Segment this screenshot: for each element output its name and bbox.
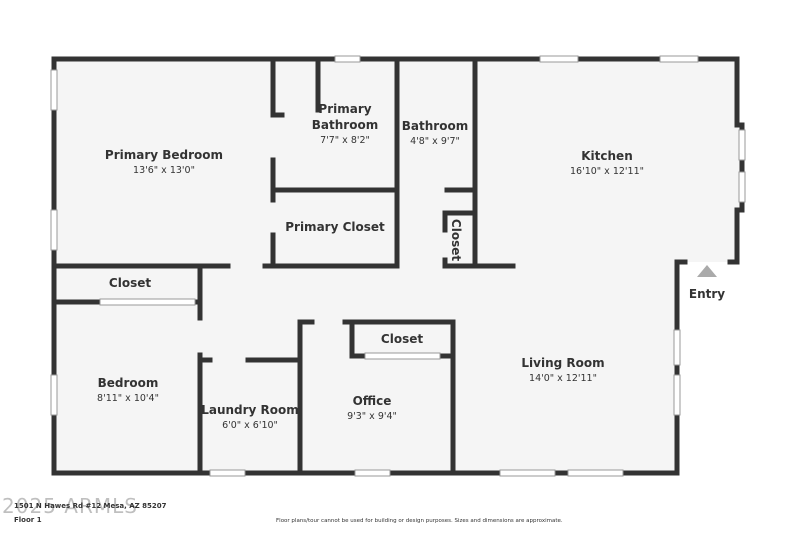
- svg-text:Primary: Primary: [318, 102, 371, 116]
- svg-text:Laundry Room: Laundry Room: [201, 403, 299, 417]
- svg-text:6'0" x 6'10": 6'0" x 6'10": [222, 420, 278, 431]
- svg-text:9'3" x 9'4": 9'3" x 9'4": [347, 411, 397, 422]
- svg-text:Office: Office: [353, 394, 392, 408]
- room-bathroom: Bathroom 4'8" x 9'7": [402, 119, 468, 147]
- watermark: 2025 ARMLS: [2, 494, 138, 518]
- entry-arrow-icon: [697, 265, 717, 277]
- floor-label: Floor 1: [14, 516, 42, 524]
- svg-text:Primary Bedroom: Primary Bedroom: [105, 148, 223, 162]
- room-closet-office: Closet: [381, 332, 423, 346]
- entry-label: Entry: [689, 287, 725, 301]
- room-primary-bedroom: Primary Bedroom 13'6" x 13'0": [105, 148, 223, 176]
- svg-text:7'7" x 8'2": 7'7" x 8'2": [320, 135, 370, 146]
- room-laundry: Laundry Room 6'0" x 6'10": [201, 403, 299, 431]
- svg-text:Bedroom: Bedroom: [98, 376, 159, 390]
- disclaimer: Floor plans/tour cannot be used for buil…: [276, 518, 563, 524]
- svg-text:4'8" x 9'7": 4'8" x 9'7": [410, 136, 460, 147]
- svg-text:8'11" x 10'4": 8'11" x 10'4": [97, 393, 159, 404]
- svg-text:Kitchen: Kitchen: [581, 149, 633, 163]
- walls: [51, 56, 745, 476]
- room-bedroom: Bedroom 8'11" x 10'4": [97, 376, 159, 404]
- svg-text:Bathroom: Bathroom: [402, 119, 468, 133]
- room-living-room: Living Room 14'0" x 12'11": [521, 356, 604, 384]
- svg-text:13'6" x 13'0": 13'6" x 13'0": [133, 165, 195, 176]
- svg-text:Bathroom: Bathroom: [312, 118, 378, 132]
- room-closet-bedroom: Closet: [109, 276, 151, 290]
- svg-text:16'10" x 12'11": 16'10" x 12'11": [570, 166, 644, 177]
- address: 1501 N Hawes Rd #12 Mesa, AZ 85207: [14, 502, 167, 510]
- windows: [50, 55, 746, 477]
- svg-text:14'0" x 12'11": 14'0" x 12'11": [529, 373, 597, 384]
- room-office: Office 9'3" x 9'4": [347, 394, 397, 422]
- svg-text:Living Room: Living Room: [521, 356, 604, 370]
- room-closet-hall: Closet: [449, 219, 463, 261]
- room-primary-bathroom: Primary Bathroom 7'7" x 8'2": [312, 102, 378, 146]
- room-kitchen: Kitchen 16'10" x 12'11": [570, 149, 644, 177]
- room-primary-closet: Primary Closet: [285, 220, 385, 234]
